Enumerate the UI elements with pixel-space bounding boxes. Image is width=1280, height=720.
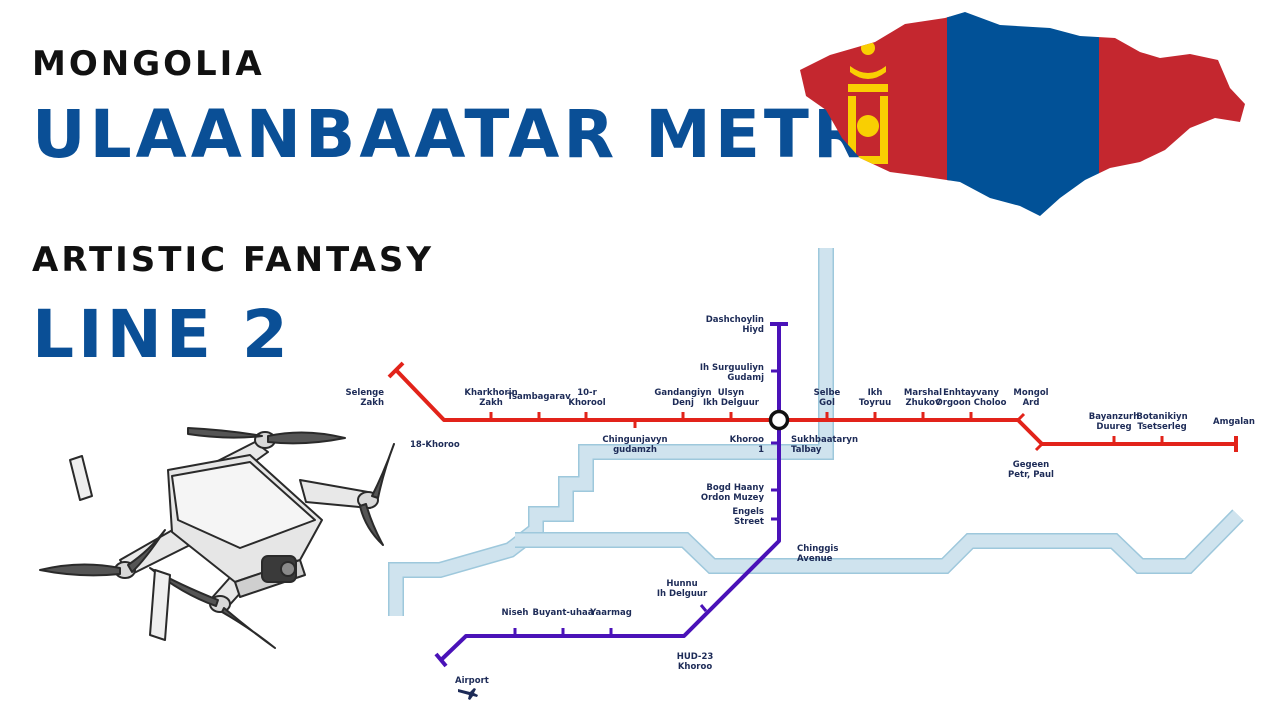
station-label: Tsambagarav	[507, 392, 571, 402]
subtitle-heading: ARTISTIC FANTASY	[32, 240, 434, 280]
station-label: Niseh	[502, 608, 529, 618]
station-label: Yaarmag	[589, 608, 632, 618]
station-label: Amgalan	[1213, 417, 1255, 427]
mongolia-flag-map	[800, 12, 1245, 216]
station-label: 18-Khoroo	[410, 440, 460, 450]
page-title: ULAANBAATAR METRO	[32, 96, 928, 173]
station-label: Buyant-uhaa	[532, 608, 593, 618]
red-line	[387, 361, 1238, 452]
country-heading: MONGOLIA	[32, 44, 265, 84]
drone-illustration	[39, 427, 395, 649]
interchange-sukhbaataryn-talbay	[768, 409, 790, 431]
river	[388, 248, 1244, 616]
station-label: Airport	[455, 676, 489, 686]
purple-line	[434, 322, 788, 668]
line-title: LINE 2	[32, 296, 292, 373]
airplane-icon	[458, 688, 478, 700]
